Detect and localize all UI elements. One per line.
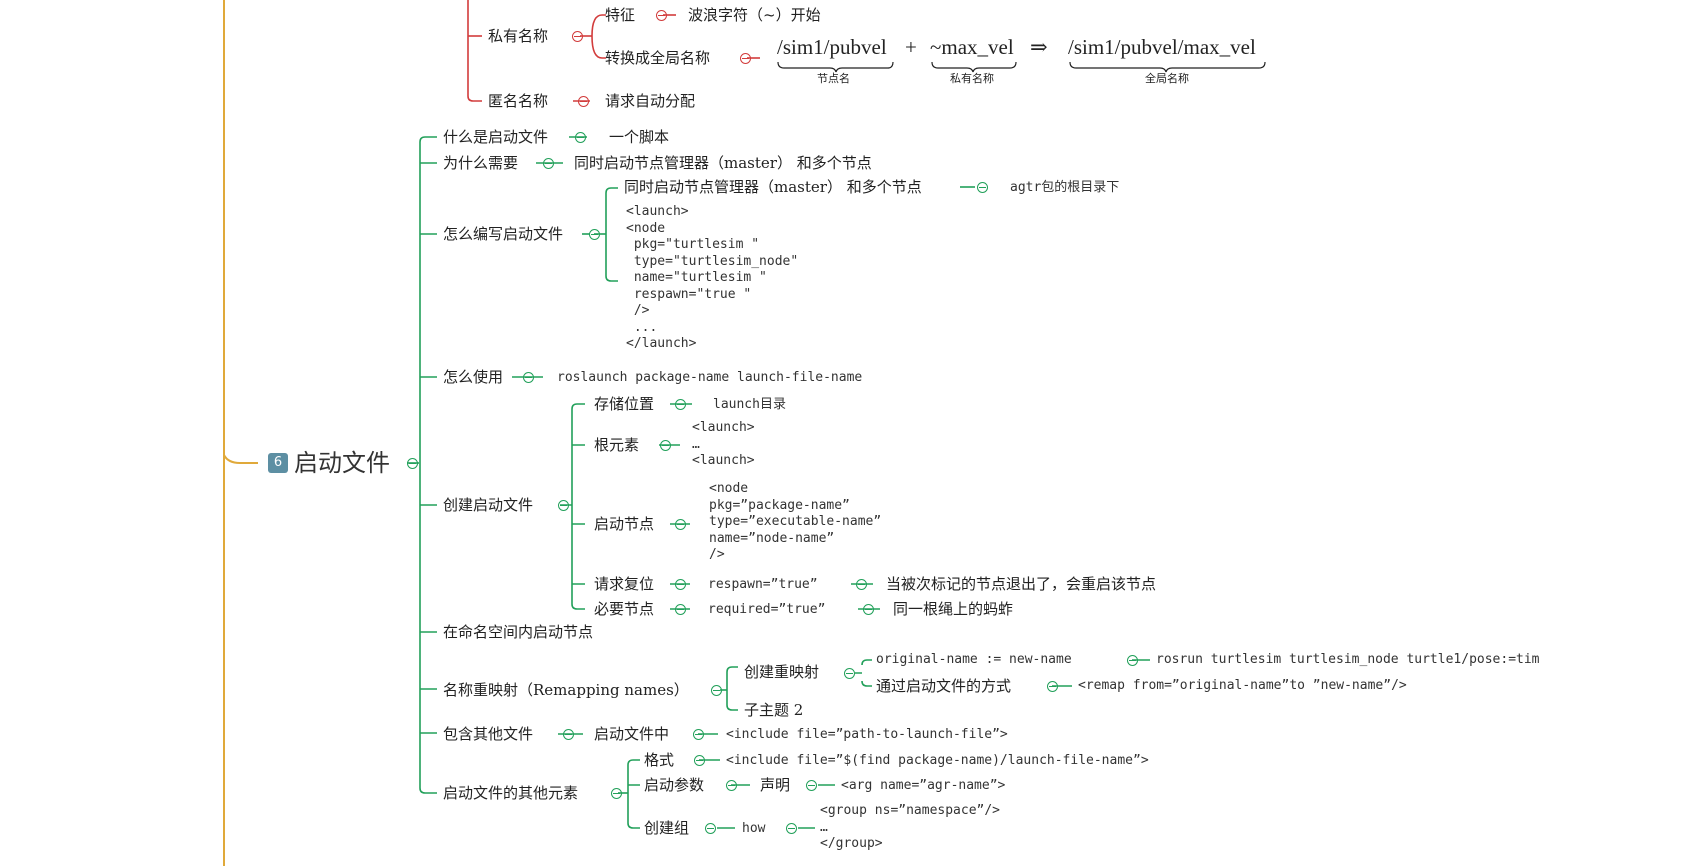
collapse-include[interactable]: [563, 729, 574, 740]
equation-plus: +: [905, 35, 917, 59]
code-group[interactable]: <group ns=”namespace”/> … </group>: [820, 803, 1001, 851]
code-root-element[interactable]: <launch> … <launch>: [692, 420, 755, 468]
collapse-format[interactable]: [694, 755, 705, 766]
node-via-file-value[interactable]: <remap from=”original-name”to ”new-name”…: [1078, 678, 1407, 693]
node-private-name[interactable]: 私有名称: [488, 27, 549, 45]
node-declare-value[interactable]: <arg name=”agr-name”>: [841, 778, 1006, 793]
node-namespace[interactable]: 在命名空间内启动节点: [443, 623, 594, 641]
equation-global: /sim1/pubvel/max_vel: [1068, 35, 1256, 59]
collapse-in-file[interactable]: [693, 729, 704, 740]
collapse-storage[interactable]: [675, 399, 686, 410]
main-topic-title[interactable]: 启动文件: [294, 449, 390, 477]
collapse-how[interactable]: [786, 823, 797, 834]
node-create-remap[interactable]: 创建重映射: [744, 663, 820, 681]
node-how-use[interactable]: 怎么使用: [443, 368, 504, 386]
node-format-value[interactable]: <include file=”$(find package-name)/laun…: [726, 753, 1149, 768]
equation-node-name: /sim1/pubvel: [777, 35, 887, 59]
node-root-element[interactable]: 根元素: [594, 436, 640, 454]
node-other-elements[interactable]: 启动文件的其他元素: [443, 784, 579, 802]
collapse-args[interactable]: [726, 780, 737, 791]
node-via-file[interactable]: 通过启动文件的方式: [876, 677, 1012, 695]
collapse-main-topic[interactable]: [407, 458, 418, 469]
node-declare[interactable]: 声明: [760, 776, 791, 794]
node-remap[interactable]: 名称重映射（Remapping names）: [443, 681, 689, 699]
collapse-required-code[interactable]: [863, 604, 874, 615]
node-orig-name-value[interactable]: rosrun turtlesim turtlesim_node turtle1/…: [1156, 652, 1540, 667]
node-how[interactable]: how: [742, 821, 766, 836]
node-feature-value[interactable]: 波浪字符（~）开始: [688, 6, 821, 24]
node-required[interactable]: 必要节点: [594, 600, 655, 618]
collapse-feature[interactable]: [656, 10, 667, 21]
collapse-respawn[interactable]: [675, 579, 686, 590]
collapse-via-file[interactable]: [1047, 681, 1058, 692]
code-launch-example[interactable]: <launch> <node pkg="turtlesim " type="tu…: [626, 204, 799, 351]
node-create[interactable]: 创建启动文件: [443, 496, 534, 514]
node-storage-value[interactable]: launch目录: [713, 397, 786, 412]
node-required-code[interactable]: required=”true”: [708, 602, 826, 617]
collapse-anonymous[interactable]: [578, 96, 589, 107]
node-how-use-value[interactable]: roslaunch package-name launch-file-name: [557, 370, 863, 385]
equation-global-label: 全局名称: [1145, 72, 1189, 85]
node-orig-name[interactable]: original-name := new-name: [876, 652, 1072, 667]
collapse-group[interactable]: [705, 823, 716, 834]
equation-implies: ⇒: [1030, 35, 1048, 59]
node-why-value[interactable]: 同时启动节点管理器（master） 和多个节点: [574, 154, 872, 172]
node-storage[interactable]: 存储位置: [594, 395, 655, 413]
node-respawn-note[interactable]: 当被次标记的节点退出了，会重启该节点: [886, 575, 1157, 593]
collapse-declare[interactable]: [806, 780, 817, 791]
node-launch-args[interactable]: 启动参数: [644, 776, 705, 794]
node-respawn[interactable]: 请求复位: [594, 575, 655, 593]
node-start-node[interactable]: 启动节点: [594, 515, 655, 533]
node-in-launch-file[interactable]: 启动文件中: [594, 725, 670, 743]
collapse-remap[interactable]: [711, 685, 722, 696]
collapse-respawn-code[interactable]: [856, 579, 867, 590]
collapse-orig-name[interactable]: [1127, 655, 1138, 666]
equation-private-label: 私有名称: [950, 72, 994, 85]
collapse-how-write-item[interactable]: [977, 182, 988, 193]
collapse-convert[interactable]: [740, 53, 751, 64]
topic-number-badge: 6: [268, 453, 288, 473]
node-anonymous-value[interactable]: 请求自动分配: [605, 92, 696, 110]
collapse-what[interactable]: [575, 132, 586, 143]
node-convert-global[interactable]: 转换成全局名称: [605, 49, 711, 67]
node-what-value[interactable]: 一个脚本: [609, 128, 670, 146]
node-include[interactable]: 包含其他文件: [443, 725, 534, 743]
collapse-root[interactable]: [660, 440, 671, 451]
equation-node-label: 节点名: [817, 72, 850, 85]
node-why[interactable]: 为什么需要: [443, 154, 519, 172]
collapse-how-use[interactable]: [523, 372, 534, 383]
node-feature[interactable]: 特征: [605, 6, 636, 24]
code-start-node[interactable]: <node pkg=”package-name” type=”executabl…: [709, 481, 882, 562]
node-include-value[interactable]: <include file=”path-to-launch-file”>: [726, 727, 1008, 742]
node-how-write-item[interactable]: 同时启动节点管理器（master） 和多个节点: [624, 178, 922, 196]
collapse-required[interactable]: [675, 604, 686, 615]
node-create-group[interactable]: 创建组: [644, 819, 690, 837]
collapse-private-name[interactable]: [572, 31, 583, 42]
collapse-start-node[interactable]: [675, 519, 686, 530]
collapse-others[interactable]: [611, 788, 622, 799]
node-respawn-code[interactable]: respawn=”true”: [708, 577, 818, 592]
node-subtopic-2[interactable]: 子主题 2: [744, 701, 804, 719]
collapse-how-write[interactable]: [589, 229, 600, 240]
node-what[interactable]: 什么是启动文件: [443, 128, 549, 146]
node-anonymous-name[interactable]: 匿名名称: [488, 92, 549, 110]
collapse-why[interactable]: [543, 158, 554, 169]
node-required-note[interactable]: 同一根绳上的蚂蚱: [893, 600, 1014, 618]
equation-private: ~max_vel: [930, 35, 1014, 59]
collapse-create-remap[interactable]: [844, 668, 855, 679]
collapse-create[interactable]: [558, 500, 569, 511]
node-format[interactable]: 格式: [644, 751, 675, 769]
node-how-write-item-value[interactable]: agtr包的根目录下: [1010, 180, 1120, 195]
node-how-write[interactable]: 怎么编写启动文件: [443, 225, 564, 243]
